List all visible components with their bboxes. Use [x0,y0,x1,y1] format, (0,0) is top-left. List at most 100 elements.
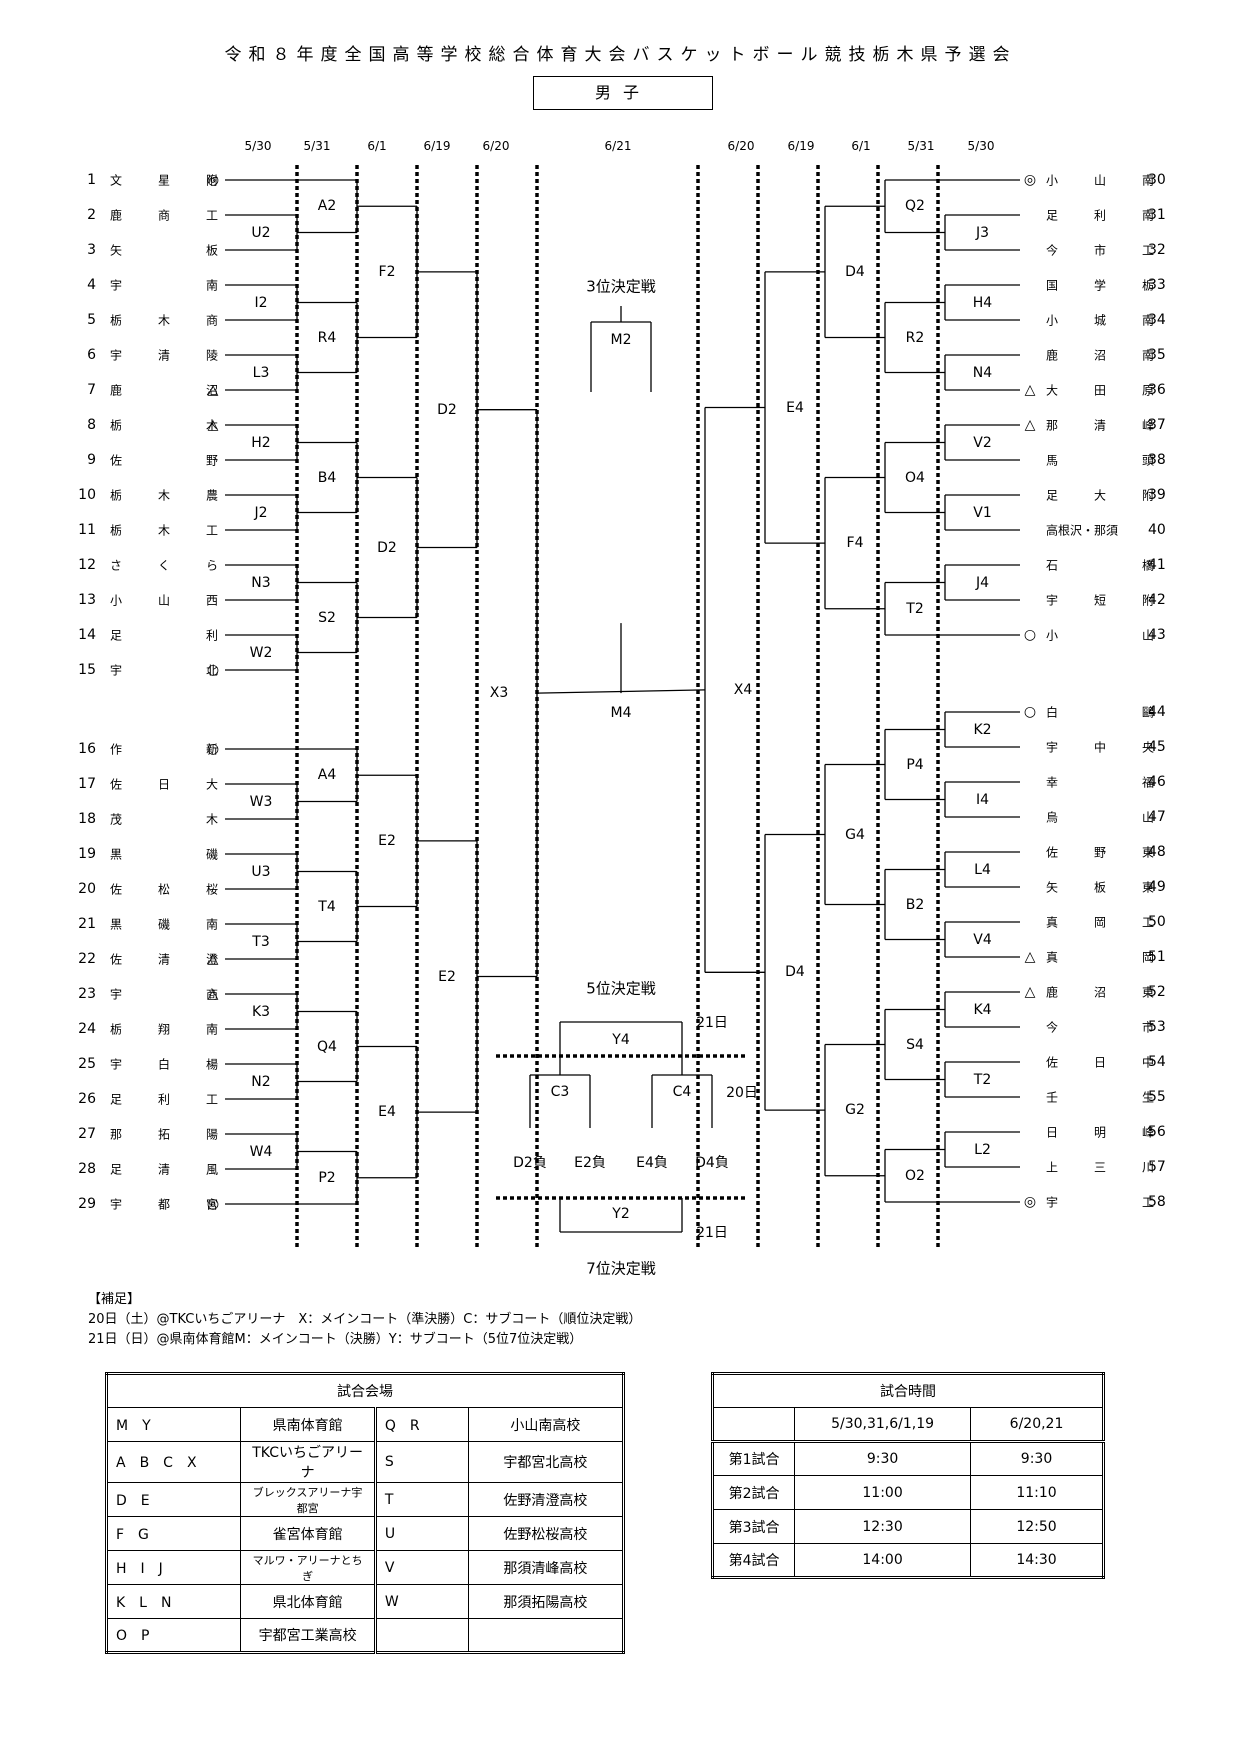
time-table-header: 試合時間 [712,1373,1104,1408]
team-name-char: 大 [205,777,218,792]
team-name: 佐清澄 [110,951,218,968]
match-code: J2 [254,504,268,521]
venue-codes: V [374,1550,469,1585]
team-name-char: 工 [1141,915,1154,930]
date-label: 5/30 [967,139,995,153]
team-name-char: 南 [1141,208,1154,223]
team-name: 上三川 [1046,1159,1154,1176]
team-number: 16 [78,741,96,757]
match-code: D4 [785,964,805,981]
team-name-char: 楊 [205,1057,218,1072]
team-name-char: 大 [1093,488,1106,503]
team-name-char: 東 [1141,845,1154,860]
venue-name: マルワ・アリーナとちぎ [240,1550,377,1585]
venue-codes: O P [105,1618,242,1653]
team-number: 2 [87,207,96,223]
team-number: 46 [1148,774,1166,790]
team-name-char: 小 [1046,628,1059,643]
team-number: 4 [87,277,96,293]
team-name-char: 山 [157,593,170,608]
venue-name: 佐野松桜高校 [467,1516,625,1551]
team-number: 48 [1148,844,1166,860]
team-name-char: 澄 [205,952,218,967]
time-cell: 12:50 [970,1509,1104,1544]
team-name-char: 星 [157,173,170,188]
match-code: G2 [845,1102,865,1119]
team-name-char: 壬 [1046,1090,1059,1105]
team-name: 栃木 [110,417,218,434]
match-code: N2 [251,1073,271,1090]
match-code: C4 [672,1084,692,1100]
seed-mark: △ [1024,949,1036,965]
team-name: 栃木工 [110,522,218,539]
date-label: 5/31 [303,139,331,153]
team-name-char: 福 [1141,775,1154,790]
seed-mark: △ [207,417,219,433]
notes: 【補足】 20日（土）@TKCいちごアリーナ X：メインコート（準決勝）C：サブ… [88,1290,641,1350]
team-name: 今市工 [1046,242,1154,259]
match-code: O4 [905,469,925,486]
team-name-char: 中 [1093,740,1106,755]
date-label: 6/21 [604,139,632,153]
team-name: 足利工 [110,1091,218,1108]
team-name-char: 栃 [110,523,123,538]
team-name-char: 清 [1093,418,1106,433]
venue-table-header: 試合会場 [106,1373,624,1408]
match-code: P4 [906,756,924,773]
team-name-char: 鹿 [110,208,123,223]
team-name: 宇工 [1046,1194,1154,1211]
team-name-char: 市 [1141,1020,1154,1035]
tournament-bracket [225,165,1020,1250]
match-code: W2 [249,644,273,661]
team-name-char: 宇 [1046,740,1059,755]
team-name: 小山 [1046,627,1154,644]
team-name: 鹿沼 [110,382,218,399]
team-name-char: 新 [205,742,218,757]
team-number: 36 [1148,382,1166,398]
team-name: 烏山 [1046,809,1154,826]
team-name-char: 城 [1093,313,1106,328]
team-number: 18 [78,811,96,827]
loser-label: D4負 [695,1155,729,1171]
team-name-char: 生 [1141,1090,1154,1105]
team-name: 足清風 [110,1161,218,1178]
venue-name: 小山南高校 [467,1407,625,1442]
team-number: 32 [1148,242,1166,258]
match-code: K4 [973,1001,992,1018]
seed-mark: △ [207,951,219,967]
team-name-char: 佐 [1046,845,1059,860]
team-name: 宇都宮 [110,1196,218,1213]
team-name-char: 栃 [110,313,123,328]
venue-codes: S [374,1441,469,1483]
team-name-char: 宇 [1046,1195,1059,1210]
time-cell: 14:30 [970,1543,1104,1578]
team-name-char: 市 [1093,243,1106,258]
team-name-char: 栃 [1141,278,1154,293]
team-number: 52 [1148,984,1166,1000]
team-name: 那拓陽 [110,1126,218,1143]
team-name-char: 田 [1093,383,1106,398]
venue-name [467,1618,625,1653]
team-name-char: 工 [205,1092,218,1107]
team-name-char: 峰 [1141,418,1154,433]
match-code: X4 [733,681,753,698]
team-number: 29 [78,1196,96,1212]
team-name-char: 岡 [1141,950,1154,965]
team-name-char: 足 [110,1162,123,1177]
team-name: 大田原 [1046,382,1154,399]
team-name: 栃木商 [110,312,218,329]
match-code: I4 [975,791,990,808]
team-name-char: 東 [1141,985,1154,1000]
venue-codes: H I J [105,1550,242,1585]
team-number: 15 [78,662,96,678]
time-cell: 第1試合 [711,1441,796,1476]
team-number: 22 [78,951,96,967]
team-number: 26 [78,1091,96,1107]
team-name-char: 日 [1093,1055,1106,1070]
team-name: 宇白楊 [110,1056,218,1073]
